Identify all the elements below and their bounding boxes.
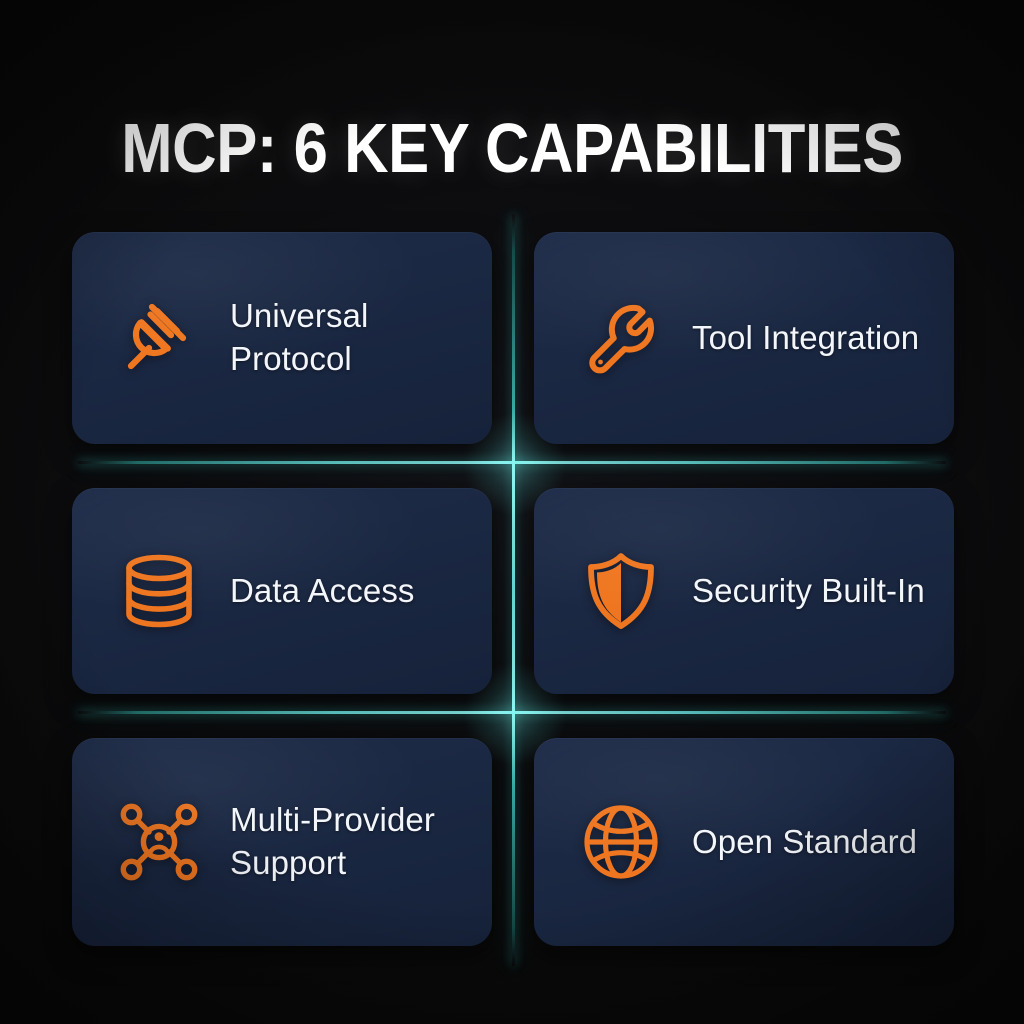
page-title: MCP: 6 KEY CAPABILITIES (121, 108, 903, 187)
capability-card-label: Tool Integration (692, 318, 920, 356)
network-hub-icon (116, 799, 202, 885)
database-icon (116, 548, 202, 634)
capability-card-multi-provider-support[interactable]: Multi-Provider Support (72, 738, 492, 946)
capability-card-label: Data Access (230, 571, 415, 609)
capability-card-data-access[interactable]: Data Access (72, 488, 492, 694)
capability-card-label: Security Built-In (692, 571, 925, 609)
capability-card-grid: Universal Protocol Tool Integration (72, 232, 954, 946)
capability-card-open-standard[interactable]: Open Standard (534, 738, 954, 946)
wrench-icon (578, 295, 664, 381)
capability-card-label: Multi-Provider Support (230, 801, 435, 881)
shield-icon (578, 548, 664, 634)
capability-card-label: Open Standard (692, 822, 918, 860)
capability-card-tool-integration[interactable]: Tool Integration (534, 232, 954, 444)
capability-card-security-built-in[interactable]: Security Built-In (534, 488, 954, 694)
capability-card-label: Universal Protocol (230, 297, 369, 377)
poster-title-container: MCP: 6 KEY CAPABILITIES (0, 66, 1024, 230)
globe-icon (578, 799, 664, 885)
capability-card-universal-protocol[interactable]: Universal Protocol (72, 232, 492, 444)
plug-icon (116, 295, 202, 381)
